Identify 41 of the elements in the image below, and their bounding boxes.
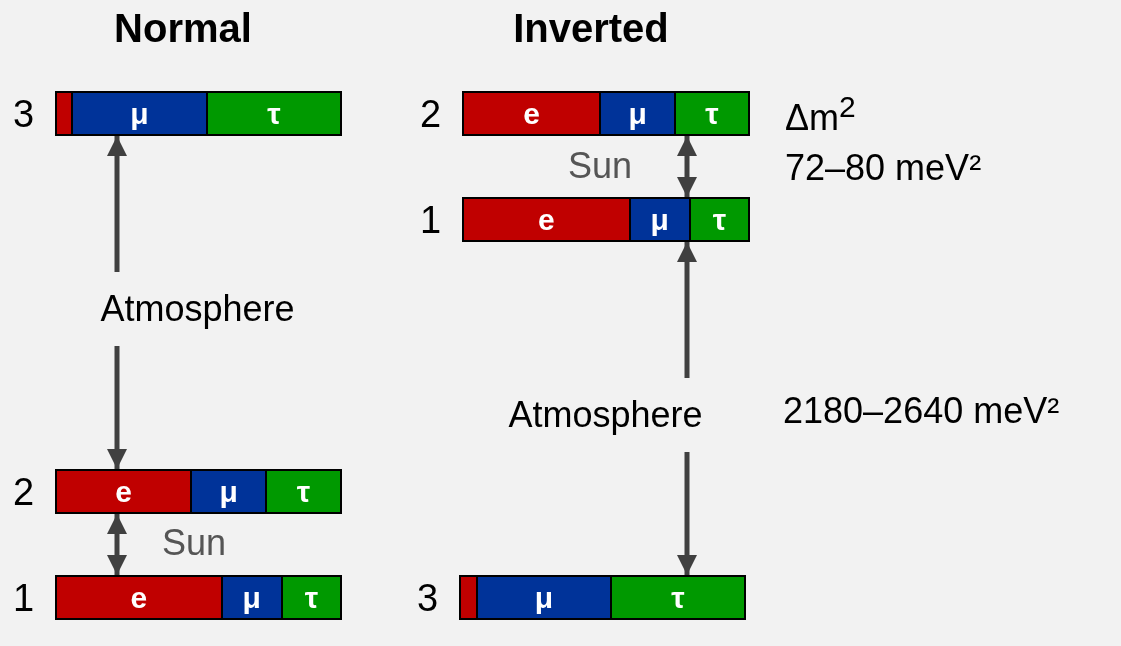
mass-state-bar bbox=[462, 91, 750, 136]
mass-state-bar bbox=[462, 197, 750, 242]
mass-state-bar bbox=[55, 469, 342, 514]
level-number: 2 bbox=[13, 473, 35, 511]
flavor-segment: μ bbox=[599, 93, 675, 134]
flavor-segment: μ bbox=[70, 93, 206, 134]
level-number: 2 bbox=[420, 95, 442, 133]
level-number: 3 bbox=[13, 95, 35, 133]
arrow bbox=[107, 346, 127, 469]
flavor-segment: τ bbox=[674, 93, 748, 134]
flavor-segment: τ bbox=[609, 577, 744, 618]
level-number: 3 bbox=[417, 579, 439, 617]
level-number: 1 bbox=[13, 579, 35, 617]
arrow bbox=[677, 242, 697, 378]
oscillation-label: Atmosphere bbox=[70, 272, 325, 346]
flavor-segment: μ bbox=[475, 577, 610, 618]
level-number: 1 bbox=[420, 201, 442, 239]
arrow bbox=[107, 136, 127, 272]
column-heading: Normal bbox=[114, 8, 252, 48]
flavor-segment: e bbox=[57, 471, 191, 512]
flavor-segment: τ bbox=[205, 93, 340, 134]
value-label: 2180–2640 meV² bbox=[783, 393, 1060, 429]
arrow bbox=[677, 452, 697, 575]
column-heading: Inverted bbox=[513, 8, 669, 48]
flavor-segment: μ bbox=[190, 471, 266, 512]
flavor-segment: e bbox=[57, 577, 221, 618]
flavor-segment: τ bbox=[280, 577, 340, 618]
mass-state-bar bbox=[55, 91, 342, 136]
flavor-segment: μ bbox=[220, 577, 281, 618]
mass-state-bar bbox=[55, 575, 342, 620]
flavor-segment: τ bbox=[688, 199, 748, 240]
flavor-segment: τ bbox=[265, 471, 340, 512]
flavor-segment: e bbox=[464, 93, 600, 134]
flavor-segment: e bbox=[464, 199, 629, 240]
double-arrow bbox=[107, 514, 127, 575]
value-label: 72–80 meV² bbox=[785, 150, 982, 186]
mass-state-bar bbox=[459, 575, 746, 620]
oscillation-label: Atmosphere bbox=[478, 378, 733, 452]
value-label: Δm$^{2}$ bbox=[785, 92, 856, 136]
flavor-segment: μ bbox=[628, 199, 689, 240]
double-arrow bbox=[677, 136, 697, 197]
